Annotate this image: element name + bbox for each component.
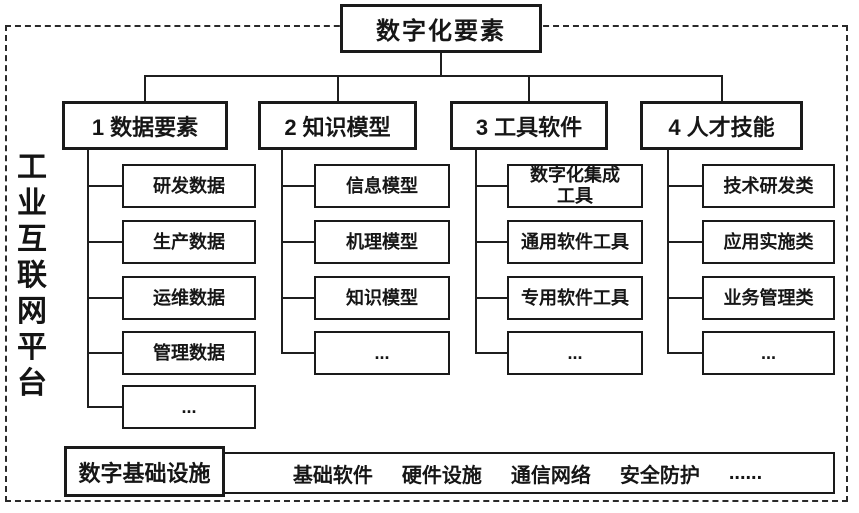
branch-3-child-1-stub <box>475 185 507 187</box>
platform-label-char: 互 <box>17 223 47 256</box>
root-box: 数字化要素 <box>340 4 542 53</box>
branch-3-child-2-box-label: 通用软件工具 <box>521 231 629 252</box>
infrastructure-label-box: 数字基础设施 <box>64 446 225 497</box>
branch-1-child-5-stub <box>87 406 122 408</box>
root-box-label: 数字化要素 <box>376 18 506 45</box>
branch-1-title-box-label: 1 数据要素 <box>91 114 199 140</box>
branch-2-child-3-box-label: 知识模型 <box>346 287 418 308</box>
infrastructure-items: 基础软件 硬件设施 通信网络 安全防护 ...... <box>293 459 762 488</box>
infrastructure-item: ...... <box>728 461 763 484</box>
branch-1-child-4-box-label: 管理数据 <box>153 342 225 363</box>
branch-2-connector-stub <box>336 75 339 101</box>
branch-3-child-2-box: 通用软件工具 <box>507 220 643 264</box>
branch-4-connector-stub <box>720 75 723 101</box>
branch-2-title-box-label: 2 知识模型 <box>284 114 391 140</box>
branch-3-child-4-box: ... <box>507 331 643 375</box>
platform-label-char: 工 <box>17 151 47 184</box>
branch-2-child-2-box: 机理模型 <box>314 220 450 264</box>
branch-1-children-line <box>87 150 89 408</box>
root-connector-vertical <box>440 53 442 77</box>
branch-4-child-2-box: 应用实施类 <box>702 220 835 264</box>
branch-2-title-box: 2 知识模型 <box>258 101 417 150</box>
branch-2-child-4-stub <box>281 352 314 354</box>
branch-4-child-3-box: 业务管理类 <box>702 276 835 320</box>
platform-label-char: 平 <box>17 331 47 364</box>
infrastructure-items-box: 基础软件 硬件设施 通信网络 安全防护 ...... <box>220 452 835 494</box>
branch-2-child-1-stub <box>281 185 314 187</box>
branch-4-children-line <box>667 150 669 354</box>
branch-3-connector-stub <box>528 75 530 101</box>
branch-3-title-box-label: 3 工具软件 <box>475 114 583 140</box>
branch-4-child-4-box: ... <box>702 331 835 375</box>
branch-4-child-2-stub <box>667 241 702 243</box>
branch-3-child-1-box: 数字化集成 工具 <box>507 164 643 208</box>
branch-1-child-1-stub <box>87 185 122 187</box>
branch-4-child-2-box-label: 应用实施类 <box>723 231 814 252</box>
branch-4-child-1-stub <box>667 185 702 187</box>
branch-2-child-3-stub <box>281 297 314 299</box>
branch-3-title-box: 3 工具软件 <box>450 101 608 150</box>
platform-label-char: 网 <box>17 295 47 328</box>
branch-4-title-box: 4 人才技能 <box>640 101 803 150</box>
branch-4-child-4-stub <box>667 352 702 354</box>
branch-2-children-line <box>281 150 283 354</box>
branch-3-child-3-stub <box>475 297 507 299</box>
branch-3-child-4-box-label: ... <box>567 342 583 363</box>
branch-3-child-3-box-label: 专用软件工具 <box>521 287 629 308</box>
branch-1-child-2-stub <box>87 241 122 243</box>
infrastructure-item: 基础软件 <box>292 464 373 487</box>
infrastructure-label: 数字基础设施 <box>78 460 211 486</box>
branch-1-child-4-stub <box>87 352 122 354</box>
branch-1-child-3-box-label: 运维数据 <box>153 287 225 308</box>
branch-2-child-4-box: ... <box>314 331 450 375</box>
branch-4-child-3-box-label: 业务管理类 <box>723 287 814 308</box>
infrastructure-item: 硬件设施 <box>401 464 482 487</box>
platform-label-char: 台 <box>17 367 47 400</box>
infrastructure-item: 安全防护 <box>619 464 700 487</box>
branch-2-child-1-box: 信息模型 <box>314 164 450 208</box>
branch-2-child-1-box-label: 信息模型 <box>346 175 418 196</box>
branch-3-child-1-box-label: 数字化集成 工具 <box>530 165 620 206</box>
platform-label: 工业互联网平台 <box>13 150 51 402</box>
branch-1-child-4-box: 管理数据 <box>122 331 256 375</box>
branch-3-child-2-stub <box>475 241 507 243</box>
branch-1-child-5-box-label: ... <box>181 396 197 417</box>
branch-4-title-box-label: 4 人才技能 <box>668 114 775 140</box>
branch-4-child-4-box-label: ... <box>760 342 776 363</box>
platform-label-char: 业 <box>17 187 47 220</box>
branch-3-child-3-box: 专用软件工具 <box>507 276 643 320</box>
branch-1-child-3-box: 运维数据 <box>122 276 256 320</box>
branch-connector-horizontal <box>144 75 723 77</box>
branch-1-child-3-stub <box>87 297 122 299</box>
branch-1-child-2-box-label: 生产数据 <box>153 231 225 252</box>
platform-label-char: 联 <box>17 259 47 292</box>
branch-3-child-4-stub <box>475 352 507 354</box>
branch-1-child-5-box: ... <box>122 385 256 429</box>
branch-1-child-1-box: 研发数据 <box>122 164 256 208</box>
branch-3-children-line <box>475 150 477 354</box>
branch-4-child-1-box-label: 技术研发类 <box>723 175 814 196</box>
branch-1-child-2-box: 生产数据 <box>122 220 256 264</box>
branch-1-child-1-box-label: 研发数据 <box>153 175 225 196</box>
branch-1-connector-stub <box>144 75 146 101</box>
branch-2-child-3-box: 知识模型 <box>314 276 450 320</box>
branch-2-child-4-box-label: ... <box>374 342 390 363</box>
infrastructure-item: 通信网络 <box>510 464 591 487</box>
branch-2-child-2-box-label: 机理模型 <box>346 231 418 252</box>
branch-4-child-3-stub <box>667 297 702 299</box>
branch-4-child-1-box: 技术研发类 <box>702 164 835 208</box>
branch-2-child-2-stub <box>281 241 314 243</box>
branch-1-title-box: 1 数据要素 <box>62 101 228 150</box>
